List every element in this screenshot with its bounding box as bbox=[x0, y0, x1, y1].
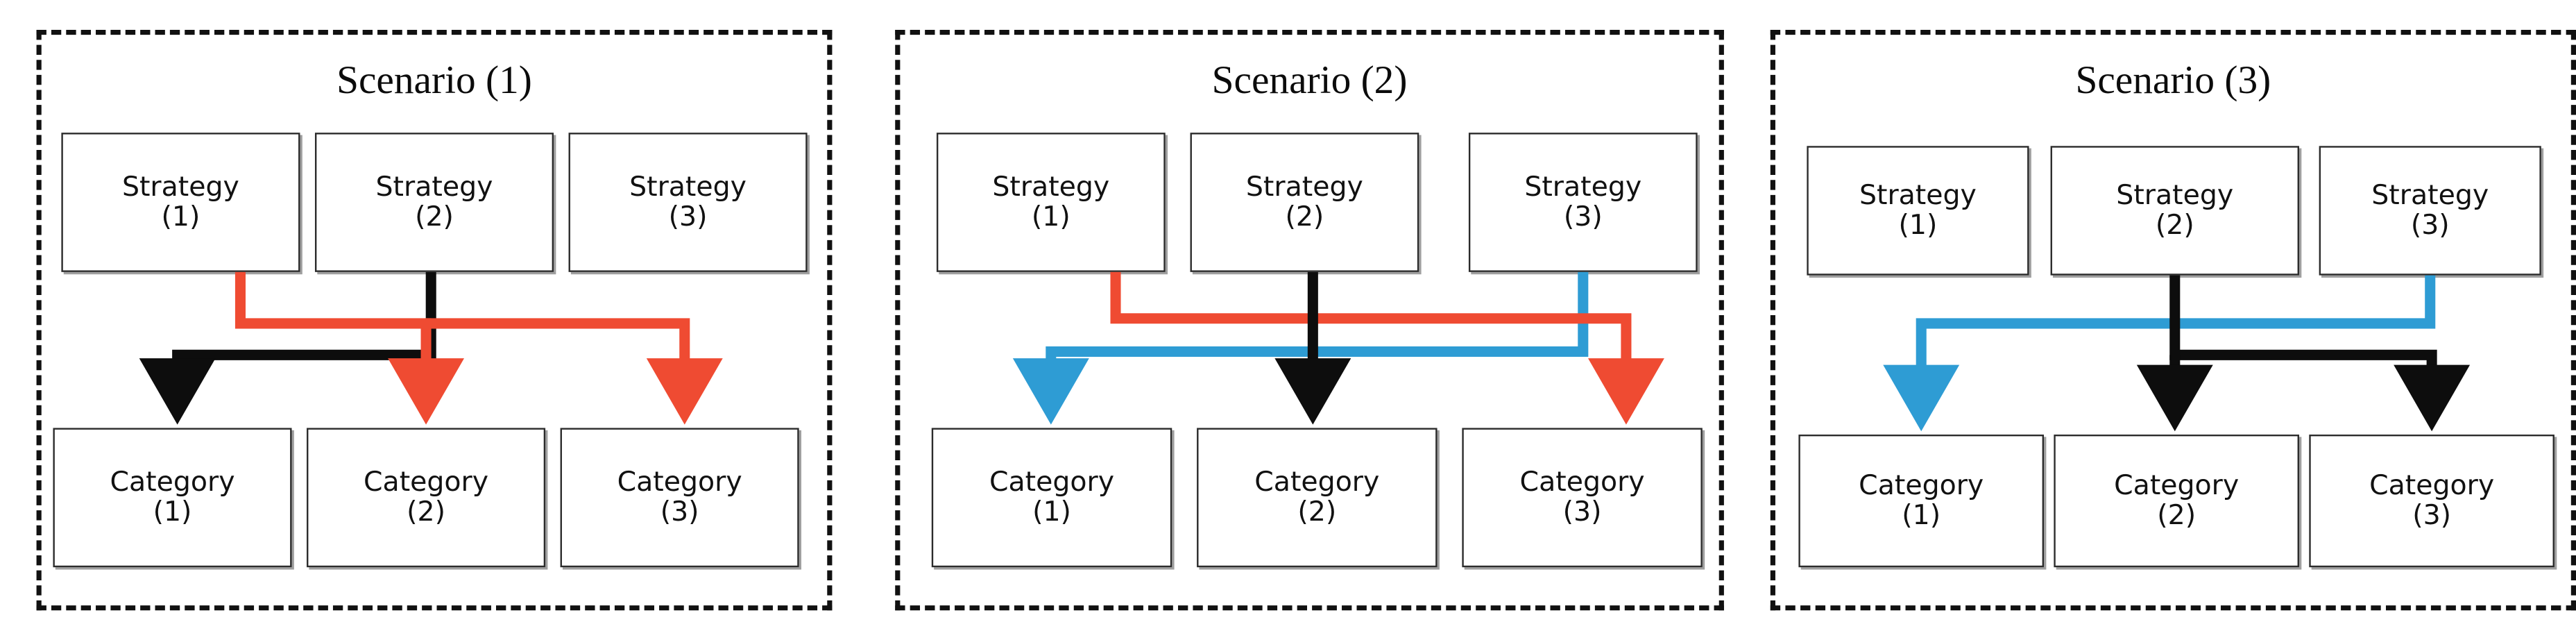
node-label-line1: Strategy bbox=[1524, 169, 1642, 202]
scenario-3-category-1: Category (1) bbox=[1798, 435, 2045, 568]
scenario-1-strategy-3: Strategy (3) bbox=[568, 133, 808, 272]
scenario-title-3: Scenario (3) bbox=[2075, 60, 2271, 103]
node-label-line2: (2) bbox=[1297, 496, 1337, 528]
node-label-line1: Strategy bbox=[992, 169, 1110, 202]
scenario-1-category-3: Category (3) bbox=[560, 428, 799, 568]
node-label-line2: (3) bbox=[1562, 496, 1602, 528]
node-label-line2: (1) bbox=[1032, 496, 1071, 528]
scenario-2-category-2: Category (2) bbox=[1197, 428, 1438, 568]
scenario-3-strategy-2: Strategy (2) bbox=[2050, 146, 2299, 276]
node-label-line1: Category bbox=[617, 465, 742, 497]
scenario-3-strategy-1: Strategy (1) bbox=[1807, 146, 2029, 276]
scenario-1-category-2: Category (2) bbox=[307, 428, 546, 568]
node-label-line1: Category bbox=[364, 465, 489, 497]
node-label-line2: (1) bbox=[1902, 499, 1941, 531]
node-label-line2: (2) bbox=[2157, 499, 2197, 531]
scenario-2-category-3: Category (3) bbox=[1462, 428, 1703, 568]
node-label-line1: Strategy bbox=[1245, 169, 1363, 202]
scenario-3-category-3: Category (3) bbox=[2309, 435, 2554, 568]
node-label-line1: Strategy bbox=[2371, 178, 2489, 210]
node-label-line1: Strategy bbox=[1859, 178, 1977, 210]
scenario-3-strategy-3: Strategy (3) bbox=[2319, 146, 2541, 276]
node-label-line2: (2) bbox=[1285, 201, 1324, 233]
scenario-2-strategy-2: Strategy (2) bbox=[1190, 133, 1419, 272]
node-label-line2: (3) bbox=[660, 496, 699, 528]
node-label-line2: (3) bbox=[1563, 201, 1603, 233]
node-label-line1: Category bbox=[1859, 469, 1984, 501]
node-label-line1: Strategy bbox=[121, 169, 239, 202]
scenario-title-2: Scenario (2) bbox=[1211, 60, 1408, 103]
scenario-title-1: Scenario (1) bbox=[336, 60, 532, 103]
node-label-line1: Category bbox=[1254, 465, 1380, 497]
node-label-line2: (2) bbox=[2155, 209, 2194, 241]
node-label-line1: Strategy bbox=[629, 169, 747, 202]
node-label-line1: Strategy bbox=[375, 169, 493, 202]
node-label-line2: (1) bbox=[161, 201, 201, 233]
node-label-line2: (3) bbox=[2412, 499, 2452, 531]
scenario-2-category-1: Category (1) bbox=[931, 428, 1172, 568]
node-label-line2: (3) bbox=[668, 201, 708, 233]
scenario-1-strategy-2: Strategy (2) bbox=[314, 133, 554, 272]
node-label-line1: Category bbox=[2114, 469, 2240, 501]
scenario-1-strategy-1: Strategy (1) bbox=[61, 133, 300, 272]
node-label-line1: Category bbox=[110, 465, 235, 497]
node-label-line1: Category bbox=[989, 465, 1115, 497]
node-label-line2: (1) bbox=[1031, 201, 1071, 233]
node-label-line2: (3) bbox=[2410, 209, 2450, 241]
scenario-2-strategy-1: Strategy (1) bbox=[936, 133, 1166, 272]
node-label-line2: (2) bbox=[415, 201, 454, 233]
node-label-line2: (1) bbox=[1898, 209, 1938, 241]
node-label-line2: (1) bbox=[153, 496, 192, 528]
scenario-2-strategy-3: Strategy (3) bbox=[1468, 133, 1698, 272]
node-label-line2: (2) bbox=[407, 496, 445, 528]
scenario-3-category-2: Category (2) bbox=[2054, 435, 2299, 568]
node-label-line1: Category bbox=[1519, 465, 1645, 497]
scenario-1-category-1: Category (1) bbox=[53, 428, 292, 568]
node-label-line1: Strategy bbox=[2116, 178, 2234, 210]
node-label-line1: Category bbox=[2369, 469, 2495, 501]
